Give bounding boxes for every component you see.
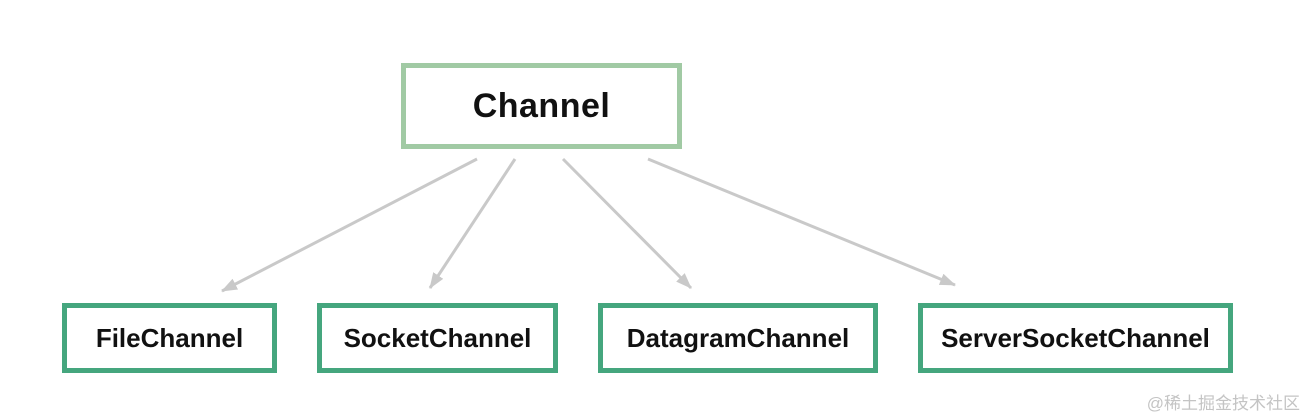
node-filechannel: FileChannel [62, 303, 277, 373]
node-datagramchannel-label: DatagramChannel [626, 322, 850, 353]
node-serversocketchannel-label: ServerSocketChannel [941, 322, 1210, 353]
node-channel-label: Channel [472, 86, 611, 125]
watermark: @稀土掘金技术社区 [1146, 393, 1300, 413]
node-socketchannel: SocketChannel [317, 303, 558, 373]
node-filechannel-label: FileChannel [95, 322, 244, 353]
node-serversocketchannel: ServerSocketChannel [918, 303, 1233, 373]
node-channel: Channel [401, 63, 682, 149]
arrow-channel-to-filechannel [221, 157, 478, 293]
arrow-channel-to-serversocketchannel [647, 157, 956, 287]
arrow-channel-to-datagramchannel [561, 157, 693, 290]
arrow-channel-to-socketchannel [428, 158, 517, 289]
node-socketchannel-label: SocketChannel [343, 322, 532, 353]
node-datagramchannel: DatagramChannel [598, 303, 878, 373]
